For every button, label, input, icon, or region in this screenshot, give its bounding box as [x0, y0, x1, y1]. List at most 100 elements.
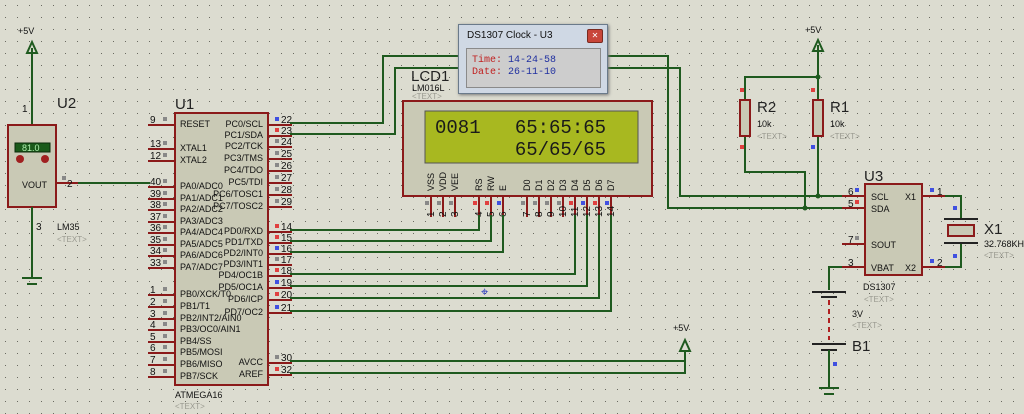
text-placeholder: <TEXT> — [984, 251, 1014, 260]
pin-label: PB7/SCK — [180, 371, 218, 381]
pin-number: 14 — [281, 222, 293, 233]
pin-number: 4 — [150, 320, 156, 331]
pin-label: AREF — [239, 369, 264, 379]
pin-number: 8 — [534, 211, 545, 217]
lcd-pin-e[interactable]: 6E — [497, 185, 509, 217]
pin-label: PA4/ADC4 — [180, 227, 223, 237]
decrease-button[interactable] — [16, 155, 24, 163]
pin-number: 6 — [150, 343, 156, 354]
value-label: 32.768KHz — [984, 239, 1024, 249]
power-arrow-icon — [25, 39, 39, 54]
pin-number: 15 — [281, 233, 293, 244]
lcd-lm016l[interactable]: LCD1 LM016L <TEXT> 0081 65:65:65 65/65/6… — [402, 68, 653, 217]
ref-label: R2 — [757, 99, 776, 116]
battery-b1[interactable]: 3V <TEXT> B1 — [812, 266, 882, 395]
resistor-r1[interactable]: R1 10k <TEXT> — [811, 88, 860, 149]
pin-label: PD4/OC1B — [218, 270, 263, 280]
pin-label: PA7/ADC7 — [180, 262, 223, 272]
ds1307-clock-popup[interactable]: DS1307 Clock - U3 ✕ Time: 14-24-58 Date:… — [458, 24, 608, 94]
lcd-pin-d2[interactable]: 9D2 — [545, 179, 557, 217]
ds1307-u3[interactable]: U3 6 5 7 3 1 2 SCL SDA SOUT VBAT X1 X2 D… — [842, 168, 945, 304]
pin-label: PC3/TMS — [224, 153, 263, 163]
crystal-x1[interactable]: X1 32.768KHz <TEXT> — [944, 195, 1024, 268]
pin-number: 27 — [281, 173, 293, 184]
lcd-pin-rw[interactable]: 5RW — [485, 176, 497, 217]
pin-14[interactable]: 14 PD0/RXD — [224, 222, 293, 236]
pin-number: 13 — [150, 139, 162, 150]
pin-number: 16 — [281, 244, 293, 255]
pin-label: PB6/MISO — [180, 359, 223, 369]
ref-label: U2 — [57, 95, 76, 112]
pin-number: 39 — [150, 189, 162, 200]
part-label: ATMEGA16 — [175, 390, 222, 400]
close-icon[interactable]: ✕ — [587, 29, 603, 43]
resistor-r2[interactable]: R2 10k <TEXT> — [739, 88, 787, 149]
lcd-pin-rs[interactable]: 4RS — [473, 178, 485, 217]
ref-label: U3 — [864, 168, 883, 185]
pin-label: PA6/ADC6 — [180, 250, 223, 260]
ref-label: B1 — [852, 338, 870, 355]
pin-label: PD1/TXD — [225, 237, 264, 247]
lcd-pin-d0[interactable]: 7D0 — [521, 179, 533, 217]
pin-15[interactable]: 15 PD1/TXD — [225, 233, 293, 247]
pin-number: 5 — [848, 199, 854, 210]
increase-button[interactable] — [41, 155, 49, 163]
pin-number: 2 — [937, 258, 943, 269]
lcd-pin-d1[interactable]: 8D1 — [533, 179, 545, 217]
pin-number: 2 — [438, 211, 449, 217]
pin-label: X2 — [905, 263, 916, 273]
pin-number: 37 — [150, 212, 162, 223]
pin-label: PD0/RXD — [224, 226, 264, 236]
ref-label: LCD1 — [411, 68, 449, 85]
lm35-sensor-u2[interactable]: +5V 1 U2 81.0 VOUT 2 3 LM35 <TEXT> — [7, 26, 150, 285]
pin-label: PB1/T1 — [180, 301, 210, 311]
text-placeholder: <TEXT> — [175, 402, 205, 411]
text-placeholder: <TEXT> — [412, 92, 442, 101]
pin-number: 1 — [426, 211, 437, 217]
